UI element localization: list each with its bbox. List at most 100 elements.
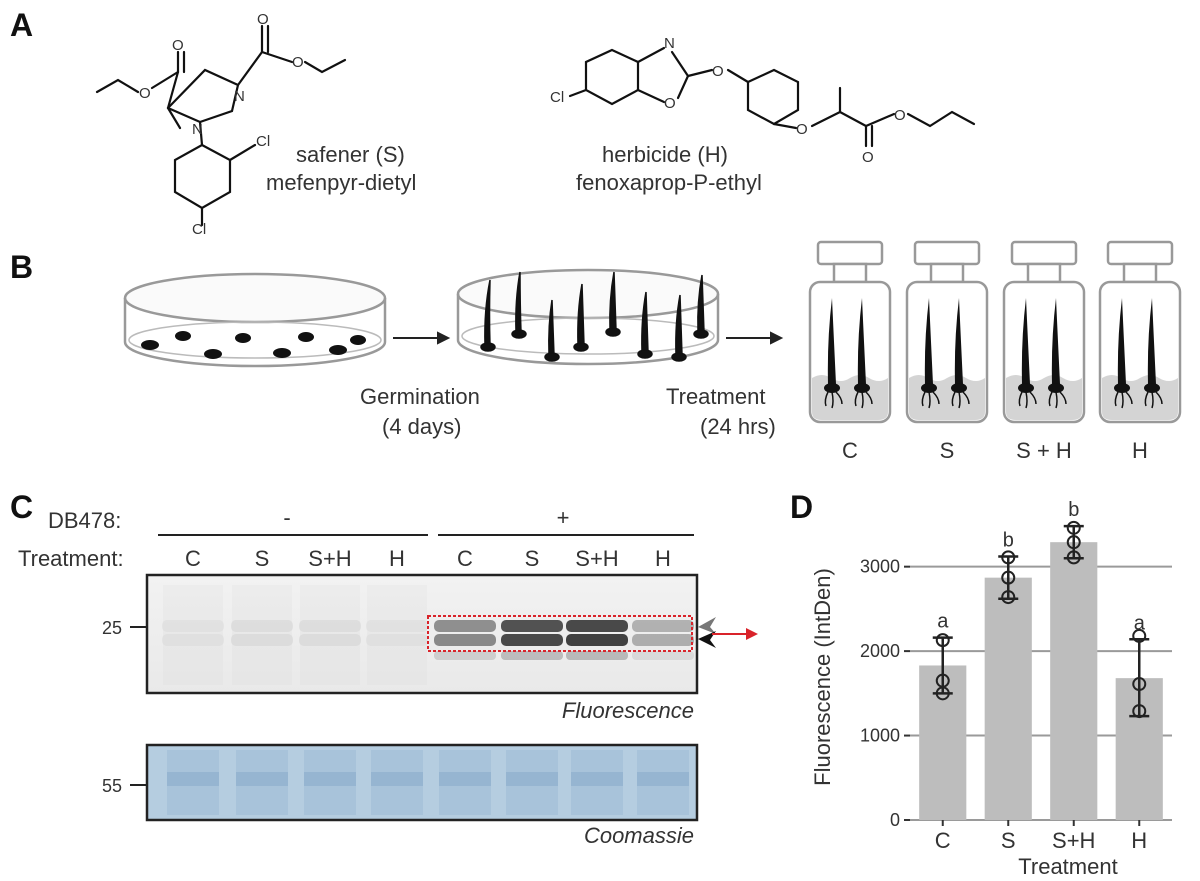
atom-O: O	[257, 11, 269, 28]
gel-band	[501, 634, 563, 646]
bar	[984, 577, 1032, 820]
coomassie-lane	[571, 750, 623, 815]
lane-label: S+H	[308, 546, 351, 571]
coomassie-lane	[304, 750, 356, 815]
data-point	[1001, 570, 1016, 585]
gel-band	[501, 651, 563, 660]
coomassie-band	[637, 772, 689, 786]
coomassie-lane	[637, 750, 689, 815]
data-point	[1001, 550, 1016, 565]
lane-label: S	[255, 546, 270, 571]
gel-band	[434, 651, 496, 660]
lane-label: C	[457, 546, 473, 571]
vial-label: S + H	[1016, 438, 1072, 463]
seedlings	[480, 271, 709, 362]
treatment-row-label: Treatment:	[18, 546, 124, 571]
coomassie-lane	[371, 750, 423, 815]
vial: S	[905, 240, 989, 463]
vial-label: C	[842, 438, 858, 463]
gel-lane	[163, 585, 223, 685]
gel-band	[434, 620, 496, 632]
gel-band	[632, 651, 694, 660]
highlight-box	[427, 615, 693, 652]
data-point	[1132, 628, 1147, 643]
vial-label: S	[940, 438, 955, 463]
herbicide-name: herbicide (H)	[602, 142, 728, 167]
treatment-duration: (24 hrs)	[700, 414, 776, 439]
coomassie-band	[304, 772, 356, 786]
bar	[1050, 542, 1098, 820]
y-axis-label: Fluorescence (IntDen)	[810, 568, 835, 786]
significance-letter: a	[1134, 612, 1146, 634]
significance-letter: a	[937, 611, 949, 633]
safener-name: safener (S)	[296, 142, 405, 167]
coomassie-lane	[439, 750, 491, 815]
safener-atoms: O O O O N N Cl Cl	[139, 11, 304, 238]
significance-letter: b	[1003, 530, 1014, 552]
panel-a-label: A	[10, 7, 33, 43]
gel-band	[162, 634, 224, 646]
gel-band	[501, 620, 563, 632]
atom-O: O	[894, 107, 906, 124]
data-point	[1001, 590, 1016, 605]
coomassie-band	[506, 772, 558, 786]
data-point	[935, 633, 950, 648]
atom-Cl: Cl	[550, 89, 564, 106]
herbicide-atoms: N O O O O O Cl	[550, 35, 906, 166]
coomassie-label: Coomassie	[584, 823, 694, 848]
marker-25: 25	[102, 618, 122, 638]
probe-label: DB478:	[48, 508, 121, 533]
atom-Cl: Cl	[256, 133, 270, 150]
petri-dish-seeds	[123, 272, 387, 368]
atom-N: N	[192, 121, 203, 138]
y-tick-label: 0	[890, 810, 900, 830]
data-point	[1066, 535, 1081, 550]
gel-lane	[300, 585, 360, 685]
gel-band	[231, 634, 293, 646]
lane-label: S	[525, 546, 540, 571]
x-tick-label: S	[1001, 828, 1016, 853]
gel-band	[366, 634, 428, 646]
y-tick-label: 3000	[860, 557, 900, 577]
treatment-vials: C S S + H H	[808, 240, 1182, 463]
treatment-label: Treatment	[666, 384, 765, 409]
coomassie-lane	[167, 750, 219, 815]
coomassie-lane	[236, 750, 288, 815]
atom-N: N	[664, 35, 675, 52]
vial: S + H	[1002, 240, 1086, 463]
probe-minus: -	[283, 505, 290, 530]
lane-label: S+H	[575, 546, 618, 571]
herbicide-compound: fenoxaprop-P-ethyl	[576, 170, 762, 195]
panel-c-label: C	[10, 489, 33, 525]
coomassie-lanes	[167, 750, 689, 815]
gel-band	[632, 634, 694, 646]
x-axis-label: Treatment	[1018, 854, 1117, 879]
y-tick-label: 2000	[860, 641, 900, 661]
safener-compound: mefenpyr-dietyl	[266, 170, 416, 195]
gel-bands	[162, 585, 694, 685]
atom-O: O	[796, 121, 808, 138]
gel-band	[566, 634, 628, 646]
x-tick-label: H	[1131, 828, 1147, 853]
herbicide-structure	[568, 46, 976, 148]
arrow	[726, 331, 784, 345]
gel-band	[434, 634, 496, 646]
band-arrows	[698, 617, 758, 648]
vial: C	[808, 240, 892, 463]
gel-band	[566, 620, 628, 632]
data-point	[935, 673, 950, 688]
data-point	[1132, 704, 1147, 719]
coomassie-band	[371, 772, 423, 786]
vial-label: H	[1132, 438, 1148, 463]
coomassie-band	[571, 772, 623, 786]
atom-O: O	[712, 63, 724, 80]
fluorescence-label: Fluorescence	[562, 698, 694, 723]
panel-b-label: B	[10, 249, 33, 285]
lane-label: H	[389, 546, 405, 571]
gel-band	[299, 620, 361, 632]
coomassie-band	[236, 772, 288, 786]
x-tick-label: S+H	[1052, 828, 1095, 853]
gel-band	[162, 620, 224, 632]
data-point	[1132, 677, 1147, 692]
